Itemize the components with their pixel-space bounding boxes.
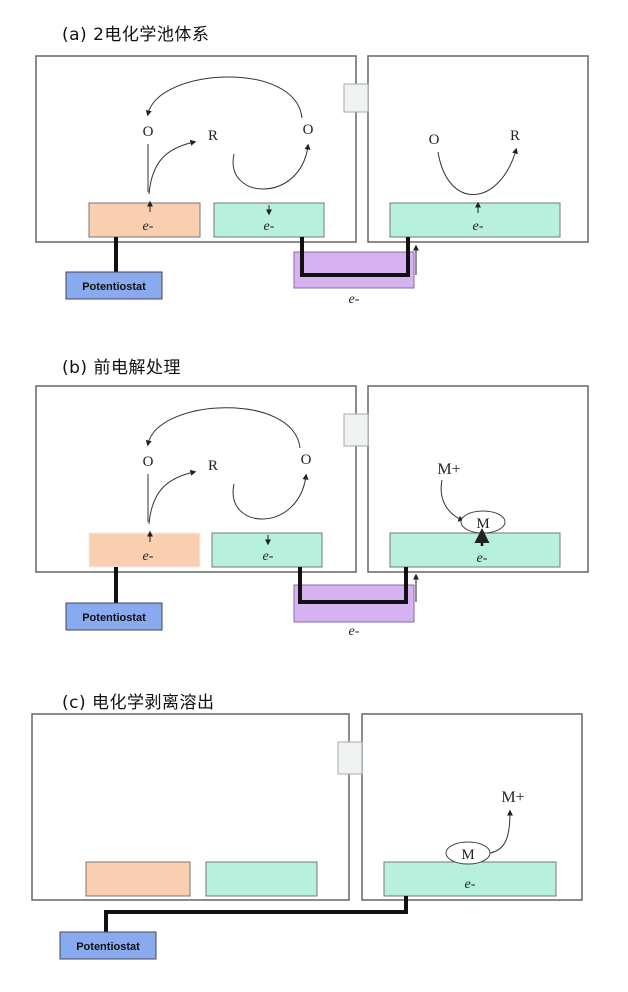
panel-a-species-o-right: O xyxy=(303,122,314,138)
panel-b-electron-mid: e- xyxy=(263,549,274,564)
panel-c-orange-electrode xyxy=(85,861,191,897)
panel-a-orange-electrode xyxy=(88,202,201,238)
panel-a-right-electron: e- xyxy=(473,219,484,234)
panel-a-arc-r-to-o xyxy=(232,143,311,190)
panel-c-deposit: M xyxy=(461,847,474,863)
panel-c-wire xyxy=(104,896,408,932)
panel-a-species-r: R xyxy=(208,128,218,144)
panel-b-title: (b) 前电解处理 xyxy=(62,358,181,378)
panel-a-electron-mid: e- xyxy=(264,219,275,234)
panel-b-species-r: R xyxy=(208,458,218,474)
panel-c-green-electrode xyxy=(205,861,318,897)
panel-c-junction xyxy=(337,741,363,775)
panel-a-right-species-o: O xyxy=(429,132,440,148)
panel-c-right-electrode xyxy=(383,861,557,897)
panel-c-potentiostat-box xyxy=(59,931,157,960)
panel-c-title: (c) 电化学剥离溶出 xyxy=(62,693,215,713)
panel-b-right-electron: e- xyxy=(477,551,488,566)
panel-b-right-electrode xyxy=(389,532,561,568)
panel-b-ion-arrow xyxy=(440,479,465,522)
panel-b-orange-electrode xyxy=(88,532,201,568)
panel-b-right-ion: M+ xyxy=(437,461,460,478)
panel-c-ion-arrow xyxy=(489,809,513,854)
panel-b-arc-top xyxy=(145,407,301,449)
panel-a-connector xyxy=(293,251,415,289)
panel-a-potentiostat-box xyxy=(65,271,163,300)
panel-b-arc-left-to-r xyxy=(148,469,197,525)
panel-b-wire xyxy=(298,567,408,604)
panel-c-right-ion: M+ xyxy=(501,789,524,806)
panel-a-bridge-electron: e- xyxy=(349,292,360,307)
panel-b-junction xyxy=(343,413,369,447)
panel-b-deposit: M xyxy=(476,516,489,532)
panel-a-potentiostat-label: Potentiostat xyxy=(82,281,146,293)
panel-a-right-species-r: R xyxy=(510,128,520,144)
panel-b-green-electrode xyxy=(211,532,323,568)
panel-b-species-o-left: O xyxy=(143,454,154,470)
panel-a-arc-top xyxy=(145,76,303,119)
panel-b: Potentiostat O R O e- e- M+ M e- e- xyxy=(35,385,589,639)
panel-c: Potentiostat M M+ e- xyxy=(31,713,583,960)
panel-a-title: (a) 2电化学池体系 xyxy=(62,25,210,45)
panel-b-potentiostat-box xyxy=(65,602,163,631)
panel-b-electron-left: e- xyxy=(143,549,154,564)
panel-a-junction xyxy=(343,83,369,113)
panel-b-bridge-electron: e- xyxy=(349,624,360,639)
panel-a-species-o-left: O xyxy=(143,124,154,140)
panel-b-potentiostat-label: Potentiostat xyxy=(82,612,146,624)
panel-b-species-o-right: O xyxy=(301,452,312,468)
panel-a-right-arc xyxy=(437,147,518,195)
panel-a-wire xyxy=(300,237,410,277)
panel-b-arc-r-to-o xyxy=(232,473,309,520)
panel-c-potentiostat-label: Potentiostat xyxy=(76,941,140,953)
panel-c-right-electron: e- xyxy=(465,877,476,892)
panel-a-green-electrode xyxy=(213,202,325,238)
panel-a-electron-left: e- xyxy=(143,219,154,234)
panel-a: Potentiostat O R O e- e- O R e- e- xyxy=(35,55,589,307)
panel-a-arc-left-to-r xyxy=(148,139,197,195)
